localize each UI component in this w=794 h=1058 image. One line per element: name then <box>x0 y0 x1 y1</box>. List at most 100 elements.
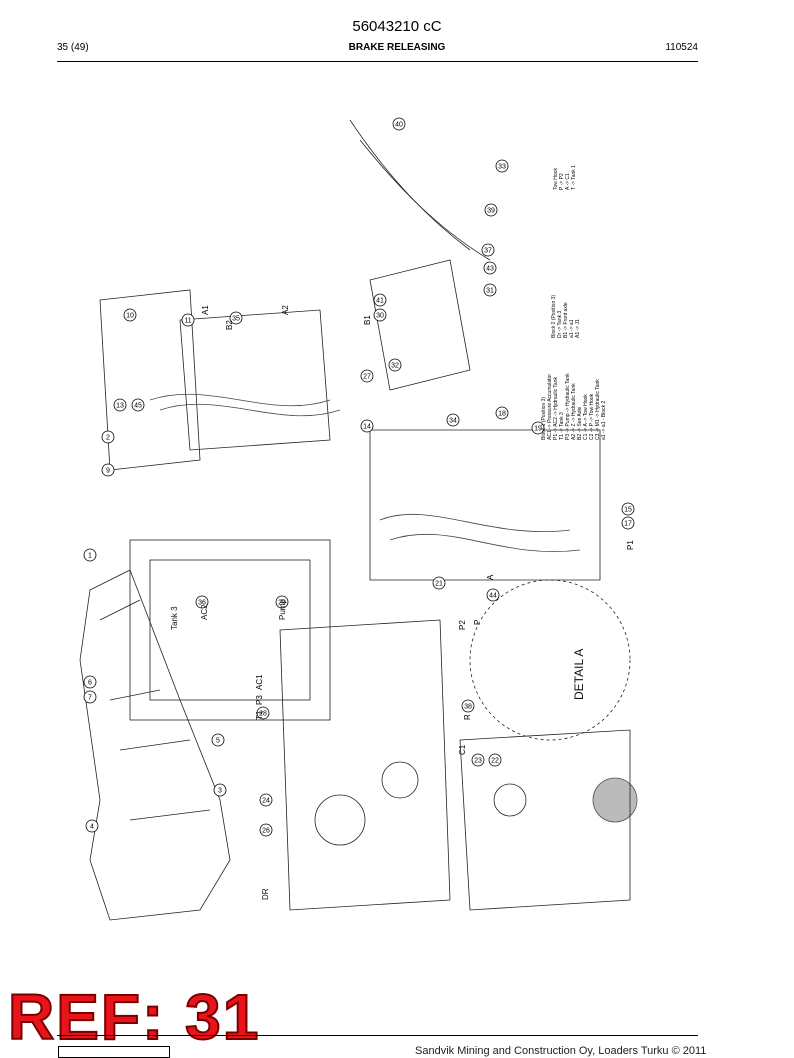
callout-15 <box>621 502 635 516</box>
callout-34 <box>446 413 460 427</box>
header-rule <box>57 61 698 62</box>
callout-label-41: 41 <box>376 298 384 305</box>
callout-label-1: 1 <box>88 553 92 560</box>
callout-label-9: 9 <box>106 468 110 475</box>
callout-label-28: 28 <box>259 711 267 718</box>
page-number: 35 (49) <box>57 42 89 53</box>
block1-line: B2 -> See Axle <box>577 407 583 440</box>
mid-frame <box>129 539 331 721</box>
callout-label-27: 27 <box>363 374 371 381</box>
callout-label-13: 13 <box>116 403 124 410</box>
callout-41 <box>373 293 387 307</box>
callout-45 <box>131 398 145 412</box>
callout-label-33: 33 <box>498 164 506 171</box>
callout-label-32: 32 <box>391 363 399 370</box>
block1-line: T1 -> Tank 3 <box>559 412 565 440</box>
callout-23 <box>471 753 485 767</box>
callout-44 <box>486 588 500 602</box>
pin-label-p: P <box>473 620 482 625</box>
callout-2 <box>101 430 115 444</box>
label-pump: Pump <box>278 599 287 620</box>
callout-label-17: 17 <box>624 521 632 528</box>
callout-10 <box>123 308 137 322</box>
pin-label-a2: A2 <box>281 305 290 315</box>
detail-a-label: DETAIL A <box>572 649 586 700</box>
block2-title: Block 2 (Position 3) <box>551 295 557 338</box>
callout-label-18: 18 <box>498 411 506 418</box>
block1-line: AC1 -> Pressure Accumulator <box>547 374 553 440</box>
callout-5 <box>211 733 225 747</box>
callout-21 <box>432 576 446 590</box>
detail-highlight <box>592 777 638 823</box>
pin-label-r: R <box>463 714 472 720</box>
pin-label-t1: T1 <box>255 710 264 720</box>
page-title: BRAKE RELEASING <box>348 42 446 53</box>
ref-stamp: REF: 31 <box>7 981 261 1053</box>
label-tank3: Tank 3 <box>170 606 179 630</box>
callout-19 <box>531 421 545 435</box>
upper-left-frame <box>99 289 201 471</box>
callout-1 <box>83 548 97 562</box>
callout-38 <box>461 699 475 713</box>
frame-outline <box>79 569 231 921</box>
towhook-line: T -> Tank 1 <box>571 165 577 190</box>
pin-label-a1: A1 <box>201 305 210 315</box>
callout-37 <box>481 243 495 257</box>
pin-label-p2: P2 <box>458 620 467 630</box>
callout-3 <box>213 783 227 797</box>
callout-14 <box>360 419 374 433</box>
doc-date: 110524 <box>665 42 698 53</box>
company-logo <box>58 1046 170 1058</box>
block2-line: a1 -> a1 <box>569 319 575 338</box>
block1-line: a1 -> a1 - Block 2 <box>601 400 607 440</box>
callout-4 <box>85 819 99 833</box>
callout-7 <box>83 690 97 704</box>
callout-33 <box>495 159 509 173</box>
callout-label-38: 38 <box>464 704 472 711</box>
callout-label-37: 37 <box>484 248 492 255</box>
callout-label-24: 24 <box>262 798 270 805</box>
callout-label-31: 31 <box>486 288 494 295</box>
block1-line: P1 -> AC2 -> Hydraulic Tank <box>553 377 559 440</box>
callout-label-39: 39 <box>487 208 495 215</box>
callout-13 <box>113 398 127 412</box>
right-frame <box>369 429 601 581</box>
footer-rule <box>57 1035 698 1036</box>
towhook-title: Tow Hook <box>553 168 559 190</box>
pin-label-p3: P3 <box>255 695 264 705</box>
callout-32 <box>388 358 402 372</box>
block1-line: A2 -> Z -> Hydraulic Tank <box>571 383 577 440</box>
pin-label-a: A <box>486 574 495 580</box>
callout-11 <box>181 313 195 327</box>
block2-line: B1 -> Front axle <box>563 302 569 338</box>
callout-label-14: 14 <box>363 424 371 431</box>
block2-line: A1 -> J1 <box>575 319 581 338</box>
callout-label-40: 40 <box>395 122 403 129</box>
doc-number: 56043210 cC <box>352 18 442 35</box>
footer-copyright: Sandvik Mining and Construction Oy, Load… <box>415 1045 707 1057</box>
callout-label-34: 34 <box>449 418 457 425</box>
detail-a-circle <box>469 579 631 741</box>
callout-29 <box>275 595 289 609</box>
callout-label-45: 45 <box>134 403 142 410</box>
callout-label-35: 35 <box>232 316 240 323</box>
block1-line: C2 -> P -> Tow Hook <box>589 393 595 440</box>
block2-line: Dr -> Tank 3 <box>557 311 563 338</box>
callout-30 <box>373 308 387 322</box>
callout-27 <box>360 369 374 383</box>
callout-31 <box>483 283 497 297</box>
callout-9 <box>101 463 115 477</box>
pin-label-p1: P1 <box>626 540 635 550</box>
callout-40 <box>392 117 406 131</box>
callout-label-19: 19 <box>534 426 542 433</box>
label-ac2: AC2 <box>200 604 209 620</box>
callout-label-11: 11 <box>184 318 191 325</box>
callout-22 <box>488 753 502 767</box>
pin-label-ac1: AC1 <box>255 674 264 690</box>
callout-label-26: 26 <box>262 828 270 835</box>
callout-label-6: 6 <box>88 680 92 687</box>
callout-label-15: 15 <box>624 507 632 514</box>
block1-title: Block 1 (Position 3) <box>541 397 547 440</box>
pin-label-c1: C1 <box>458 744 467 755</box>
callout-label-4: 4 <box>90 824 94 831</box>
